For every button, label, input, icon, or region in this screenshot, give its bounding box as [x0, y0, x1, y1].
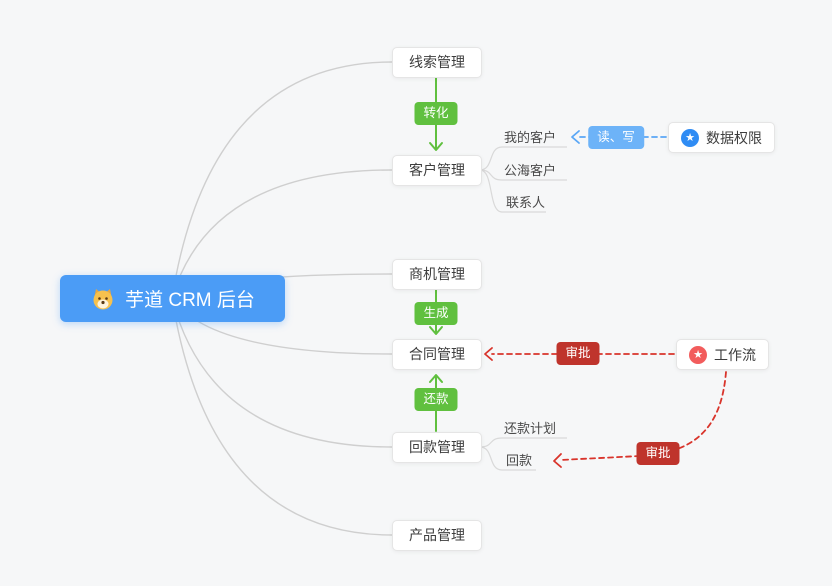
child-repayment-plan[interactable]: 还款计划: [504, 420, 556, 438]
side-node-label: 工作流: [714, 346, 756, 363]
arrowhead-down-generate: [429, 326, 443, 335]
edge-root-to-product: [171, 297, 393, 536]
child-receipt[interactable]: 回款: [506, 452, 532, 470]
badge-convert[interactable]: 转化: [414, 102, 458, 125]
node-lead-management[interactable]: 线索管理: [392, 47, 482, 78]
child-public-customers[interactable]: 公海客户: [504, 162, 556, 180]
node-contract-management[interactable]: 合同管理: [392, 339, 482, 370]
node-label: 线索管理: [409, 54, 465, 70]
child-label-text: 回款: [506, 453, 533, 468]
node-payment-management[interactable]: 回款管理: [392, 432, 482, 463]
badge-generate[interactable]: 生成: [414, 302, 458, 325]
side-node-label: 数据权限: [706, 129, 762, 146]
child-my-customers[interactable]: 我的客户: [504, 129, 556, 147]
star-icon: ★: [689, 345, 707, 364]
node-label: 客户管理: [409, 162, 465, 178]
dog-icon: [90, 287, 116, 311]
badge-approve-receipt[interactable]: 审批: [636, 442, 680, 465]
node-label: 合同管理: [409, 346, 465, 362]
node-customer-management[interactable]: 客户管理: [392, 155, 482, 186]
node-data-permission[interactable]: ★ 数据权限: [668, 122, 775, 153]
edge-customer-to-contacts: [479, 169, 546, 213]
child-label-text: 公海客户: [504, 163, 557, 178]
node-workflow[interactable]: ★ 工作流: [676, 339, 769, 370]
badge-approve-contract[interactable]: 审批: [556, 342, 600, 365]
node-label: 产品管理: [409, 527, 465, 543]
child-label-text: 还款计划: [504, 421, 557, 436]
child-label-text: 联系人: [506, 195, 546, 210]
arrowhead-left-approve-contract: [484, 347, 493, 361]
edge-root-to-payment: [171, 297, 393, 448]
child-contacts[interactable]: 联系人: [506, 194, 545, 212]
edge-payment-to-repayment-plan: [479, 437, 567, 448]
edge-root-to-customer: [171, 169, 393, 299]
badge-read-write[interactable]: 读、写: [588, 126, 644, 149]
arrowhead-left-approve-receipt: [553, 453, 562, 468]
edge-customer-to-public-customers: [479, 169, 567, 181]
child-label-text: 我的客户: [504, 130, 557, 145]
badge-repay[interactable]: 还款: [414, 388, 458, 411]
root-node-crm-admin[interactable]: 芋道 CRM 后台: [60, 275, 285, 322]
green-flow-arrows: [429, 77, 443, 432]
node-label: 商机管理: [409, 266, 465, 282]
arrowhead-left-read-write: [571, 130, 580, 144]
star-icon: ★: [681, 128, 699, 147]
edge-payment-to-receipt: [479, 446, 536, 471]
arrowhead-up-repay: [429, 374, 443, 383]
edge-customer-to-my-customers: [479, 146, 567, 171]
node-product-management[interactable]: 产品管理: [392, 520, 482, 551]
root-label: 芋道 CRM 后台: [125, 290, 255, 311]
node-label: 回款管理: [409, 439, 465, 455]
arrowhead-down-convert: [429, 142, 443, 151]
node-business-management[interactable]: 商机管理: [392, 259, 482, 290]
child-bracket-lines: [479, 146, 567, 471]
edge-root-to-lead: [171, 61, 393, 299]
